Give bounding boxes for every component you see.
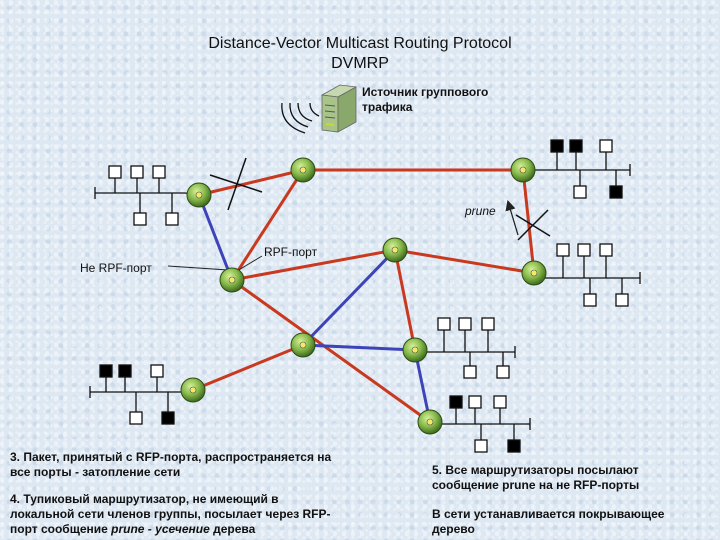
host	[129, 411, 143, 425]
link-lower-left-bottom-left	[192, 343, 304, 392]
router-top-right	[510, 157, 536, 183]
note-spanning-tree: В сети устанавливается покрывающее дерев…	[432, 507, 665, 536]
host	[599, 243, 613, 257]
link-top-right-right-router	[521, 169, 536, 274]
lan-segment-2	[523, 139, 631, 199]
host	[150, 364, 164, 378]
host	[556, 243, 570, 257]
host	[437, 317, 451, 331]
router-mid-left	[186, 182, 212, 208]
router-lower-middle	[402, 337, 428, 363]
link-top-left-mid-left	[198, 168, 304, 197]
source-label-line-1: Источник группового	[362, 85, 489, 99]
host	[481, 317, 495, 331]
note-flooding: 3. Пакет, принятый с RFP-порта, распрост…	[10, 450, 332, 479]
host	[165, 212, 179, 226]
link-center-right-router	[394, 248, 535, 275]
host	[108, 165, 122, 179]
routers	[180, 157, 547, 435]
host	[577, 243, 591, 257]
host	[599, 139, 613, 153]
router-bottom-left	[180, 377, 206, 403]
link-mid-left-rpf-router	[197, 194, 234, 281]
link-rpf-router-bottom-right	[231, 278, 431, 424]
member-host	[161, 411, 175, 425]
link-rpf-router-center	[231, 248, 396, 282]
host	[468, 395, 482, 409]
link-top-left-rpf-router	[230, 169, 305, 281]
prune-label: prune	[465, 204, 496, 218]
host	[496, 365, 510, 379]
host	[458, 317, 472, 331]
host	[573, 185, 587, 199]
note-prune: 4. Тупиковый маршрутизатор, не имеющий в…	[10, 492, 331, 536]
label-leaders	[167, 255, 263, 275]
title-line-2: DVMRP	[331, 55, 389, 72]
member-host	[507, 439, 521, 453]
member-host	[449, 395, 463, 409]
host	[493, 395, 507, 409]
source-label-line-2: трафика	[362, 100, 413, 114]
link-center-lower-left	[301, 248, 397, 347]
host	[474, 439, 488, 453]
host	[583, 293, 597, 307]
host	[463, 365, 477, 379]
non-rpf-port-label: Не RPF-порт	[80, 261, 152, 275]
non-tree-links	[197, 194, 432, 423]
router-rpf	[219, 267, 245, 293]
router-right	[521, 260, 547, 286]
lan-segment-4	[414, 317, 516, 379]
router-lower-left	[290, 332, 316, 358]
host	[152, 165, 166, 179]
lan-segment-3	[533, 243, 641, 307]
router-bottom-right	[417, 409, 443, 435]
tree-links	[192, 168, 536, 424]
link-center-lower-middle	[393, 249, 417, 351]
router-top-left	[290, 157, 316, 183]
note-non-rpf-prune: 5. Все маршрутизаторы посылают сообщение…	[432, 463, 640, 492]
title-line-1: Distance-Vector Multicast Routing Protoc…	[208, 35, 512, 52]
prune-marks	[209, 157, 551, 241]
lan-segment-6	[429, 395, 531, 453]
prune-x-left	[209, 174, 263, 193]
source-server-icon	[281, 84, 358, 134]
member-host	[550, 139, 564, 153]
rpf-port-label: RPF-порт	[264, 245, 318, 259]
host	[615, 293, 629, 307]
host	[133, 212, 147, 226]
lan-segment-1	[94, 165, 200, 226]
member-host	[569, 139, 583, 153]
router-center	[382, 237, 408, 263]
member-host	[609, 185, 623, 199]
lan-segment-5	[89, 364, 194, 425]
member-host	[118, 364, 132, 378]
member-host	[99, 364, 113, 378]
host	[130, 165, 144, 179]
prune-arrow	[505, 200, 519, 236]
link-lower-left-lower-middle	[302, 343, 416, 352]
prune-x-right	[515, 214, 551, 237]
